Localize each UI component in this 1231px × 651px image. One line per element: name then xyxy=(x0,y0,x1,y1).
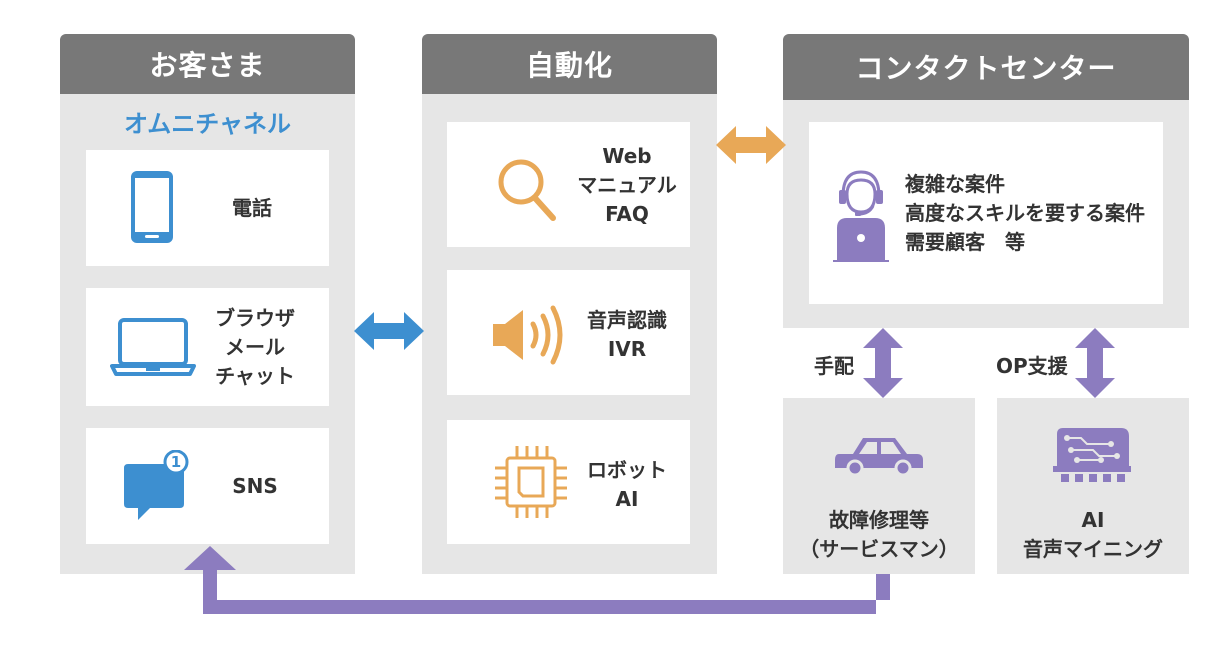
contact-center-card: 複雑な案件 高度なスキルを要する案件 需要顧客 等 xyxy=(809,122,1163,304)
ivr-label: IVR xyxy=(607,337,647,361)
sns-label: SNS xyxy=(232,474,278,498)
mail-label: メール xyxy=(225,335,285,359)
channel-card-phone: 電話 xyxy=(86,150,329,266)
voice-recognition-label: 音声認識 xyxy=(587,308,667,332)
complex-cases-label: 複雑な案件 xyxy=(905,172,1005,196)
op-support-label: OP支援 xyxy=(996,354,1068,378)
manual-label: マニュアル xyxy=(577,173,677,197)
customer-column-title: お客さま xyxy=(60,34,355,94)
operator-icon xyxy=(833,170,889,262)
automation-card-web: Web マニュアル FAQ xyxy=(447,122,690,247)
voice-mining-label: 音声マイニング xyxy=(1023,537,1163,561)
contact-center-column-title: コンタクトセンター xyxy=(783,34,1189,100)
faq-label: FAQ xyxy=(605,202,649,226)
laptop-icon xyxy=(110,318,196,376)
dispatch-label: 手配 xyxy=(814,354,854,378)
robot-label: ロボット xyxy=(587,458,667,482)
automation-card-ivr: 音声認識 IVR xyxy=(447,270,690,395)
ai-mining-ai-label: AI xyxy=(1081,508,1105,532)
customer-column: お客さま オムニチャネル 電話 ブラウザ メール チャット 1 SNS xyxy=(60,34,355,574)
service-box: 故障修理等 （サービスマン） xyxy=(783,398,975,574)
omnichannel-label: オムニチャネル xyxy=(123,110,292,138)
car-icon xyxy=(835,438,923,476)
phone-label: 電話 xyxy=(232,196,272,220)
chip-icon xyxy=(495,446,567,518)
automation-column-title: 自動化 xyxy=(422,34,717,94)
dispatch-arrow xyxy=(863,328,903,398)
ai-mining-box: AI 音声マイニング xyxy=(997,398,1189,574)
key-customers-label: 需要顧客 等 xyxy=(905,230,1025,254)
smartphone-icon xyxy=(131,171,173,243)
channel-card-sns: 1 SNS xyxy=(86,428,329,544)
op-support-arrow xyxy=(1075,328,1115,398)
speaker-icon xyxy=(493,305,563,365)
channel-card-browser: ブラウザ メール チャット xyxy=(86,288,329,406)
notification-badge: 1 xyxy=(170,453,182,471)
automation-contact-arrow xyxy=(716,126,786,164)
repair-label: 故障修理等 xyxy=(829,508,929,532)
service-return-arrow xyxy=(184,546,890,614)
advanced-skill-cases-label: 高度なスキルを要する案件 xyxy=(905,201,1145,225)
browser-label: ブラウザ xyxy=(215,306,295,330)
chat-label: チャット xyxy=(215,364,295,388)
search-icon xyxy=(498,159,556,221)
automation-column: 自動化 Web マニュアル FAQ 音声認識 IVR xyxy=(422,34,717,574)
contact-center-column: コンタクトセンター 複雑な案件 高度なスキルを要する案件 需要顧客 等 xyxy=(783,34,1189,328)
customer-automation-arrow xyxy=(354,312,424,350)
ai-label: AI xyxy=(615,487,639,511)
serviceman-label: （サービスマン） xyxy=(799,537,959,561)
circuit-board-icon xyxy=(1053,428,1131,482)
chat-bubble-icon xyxy=(124,450,189,520)
automation-card-robot-ai: ロボット AI xyxy=(447,420,690,544)
web-label: Web xyxy=(602,144,652,168)
